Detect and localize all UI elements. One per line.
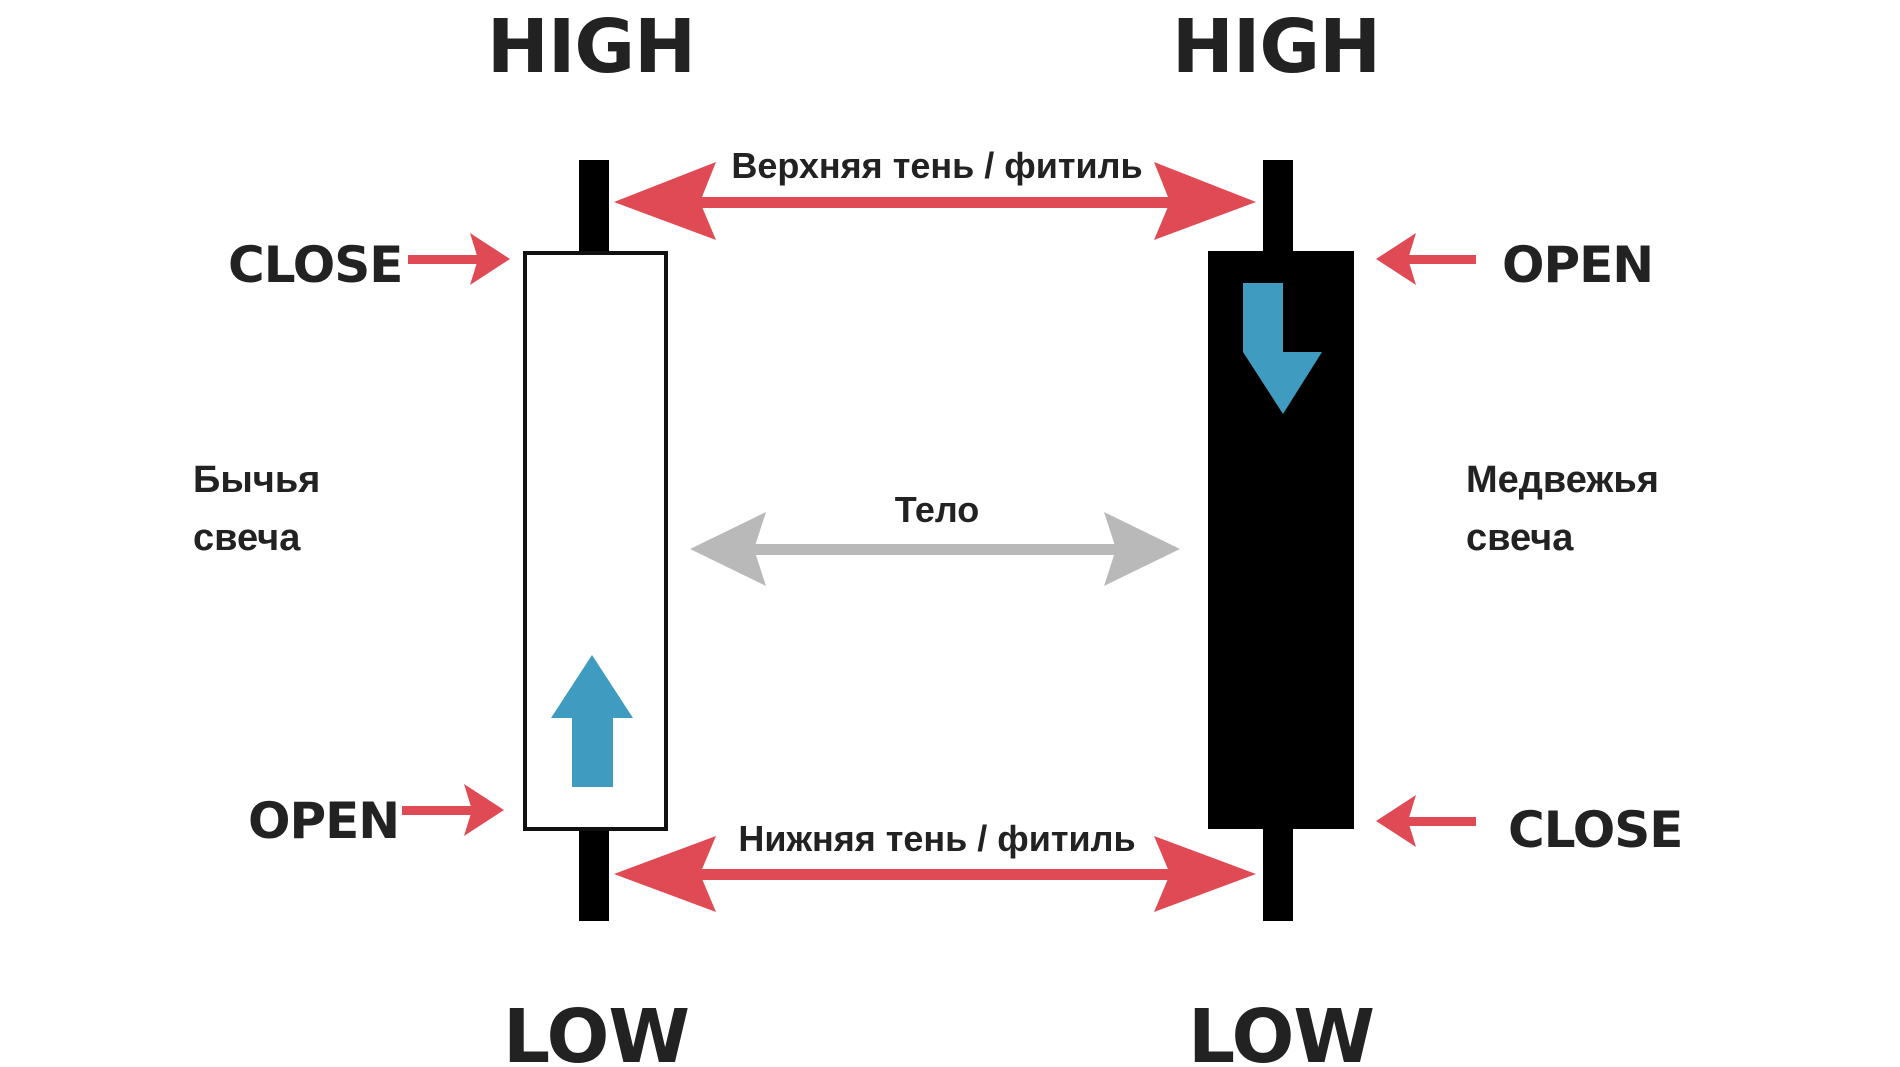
- low-label-right: LOW: [1188, 994, 1374, 1067]
- body-arrow: Тело: [690, 489, 1180, 586]
- bearish-open-label: OPEN: [1502, 236, 1653, 294]
- high-label-right: HIGH: [1172, 4, 1380, 90]
- bullish-caption-line2: свеча: [193, 517, 301, 559]
- bullish-open-label: OPEN: [248, 792, 399, 850]
- arrow-right-icon: [1104, 512, 1180, 586]
- lower-shadow-label: Нижняя тень / фитиль: [738, 818, 1135, 859]
- bearish-open-arrow: [1376, 233, 1476, 285]
- bearish-candle: [1205, 160, 1354, 921]
- low-label-left: LOW: [503, 994, 689, 1067]
- down-arrow-icon: [1205, 283, 1322, 414]
- bearish-close-arrow: [1376, 795, 1476, 847]
- arrow-right-icon: [464, 784, 504, 836]
- upper-shadow-label: Верхняя тень / фитиль: [731, 145, 1142, 186]
- bullish-candle: [523, 160, 668, 921]
- bullish-upper-wick: [579, 160, 609, 253]
- bullish-close-arrow: [408, 233, 510, 285]
- upper-shadow-arrow: Верхняя тень / фитиль: [614, 145, 1256, 240]
- bullish-open-arrow: [402, 784, 504, 836]
- arrow-left-icon: [1376, 795, 1416, 847]
- arrow-right-icon: [1154, 162, 1256, 240]
- up-arrow-icon: [551, 655, 633, 787]
- arrow-right-icon: [470, 233, 510, 285]
- bearish-upper-wick: [1263, 160, 1293, 253]
- bearish-caption-line1: Медвежья: [1466, 459, 1659, 501]
- bullish-caption-line1: Бычья: [193, 459, 320, 501]
- arrow-right-icon: [1154, 836, 1256, 912]
- arrow-left-icon: [614, 162, 716, 240]
- arrow-left-icon: [690, 512, 766, 586]
- lower-shadow-arrow: Нижняя тень / фитиль: [614, 818, 1256, 912]
- bearish-close-label: CLOSE: [1508, 801, 1682, 859]
- bearish-lower-wick: [1263, 829, 1293, 921]
- bullish-close-label: CLOSE: [228, 236, 402, 294]
- bullish-lower-wick: [579, 829, 609, 921]
- arrow-left-icon: [1376, 233, 1416, 285]
- body-label: Тело: [895, 489, 980, 530]
- high-label-left: HIGH: [487, 4, 695, 90]
- bearish-caption-line2: свеча: [1466, 517, 1574, 559]
- arrow-left-icon: [614, 836, 716, 912]
